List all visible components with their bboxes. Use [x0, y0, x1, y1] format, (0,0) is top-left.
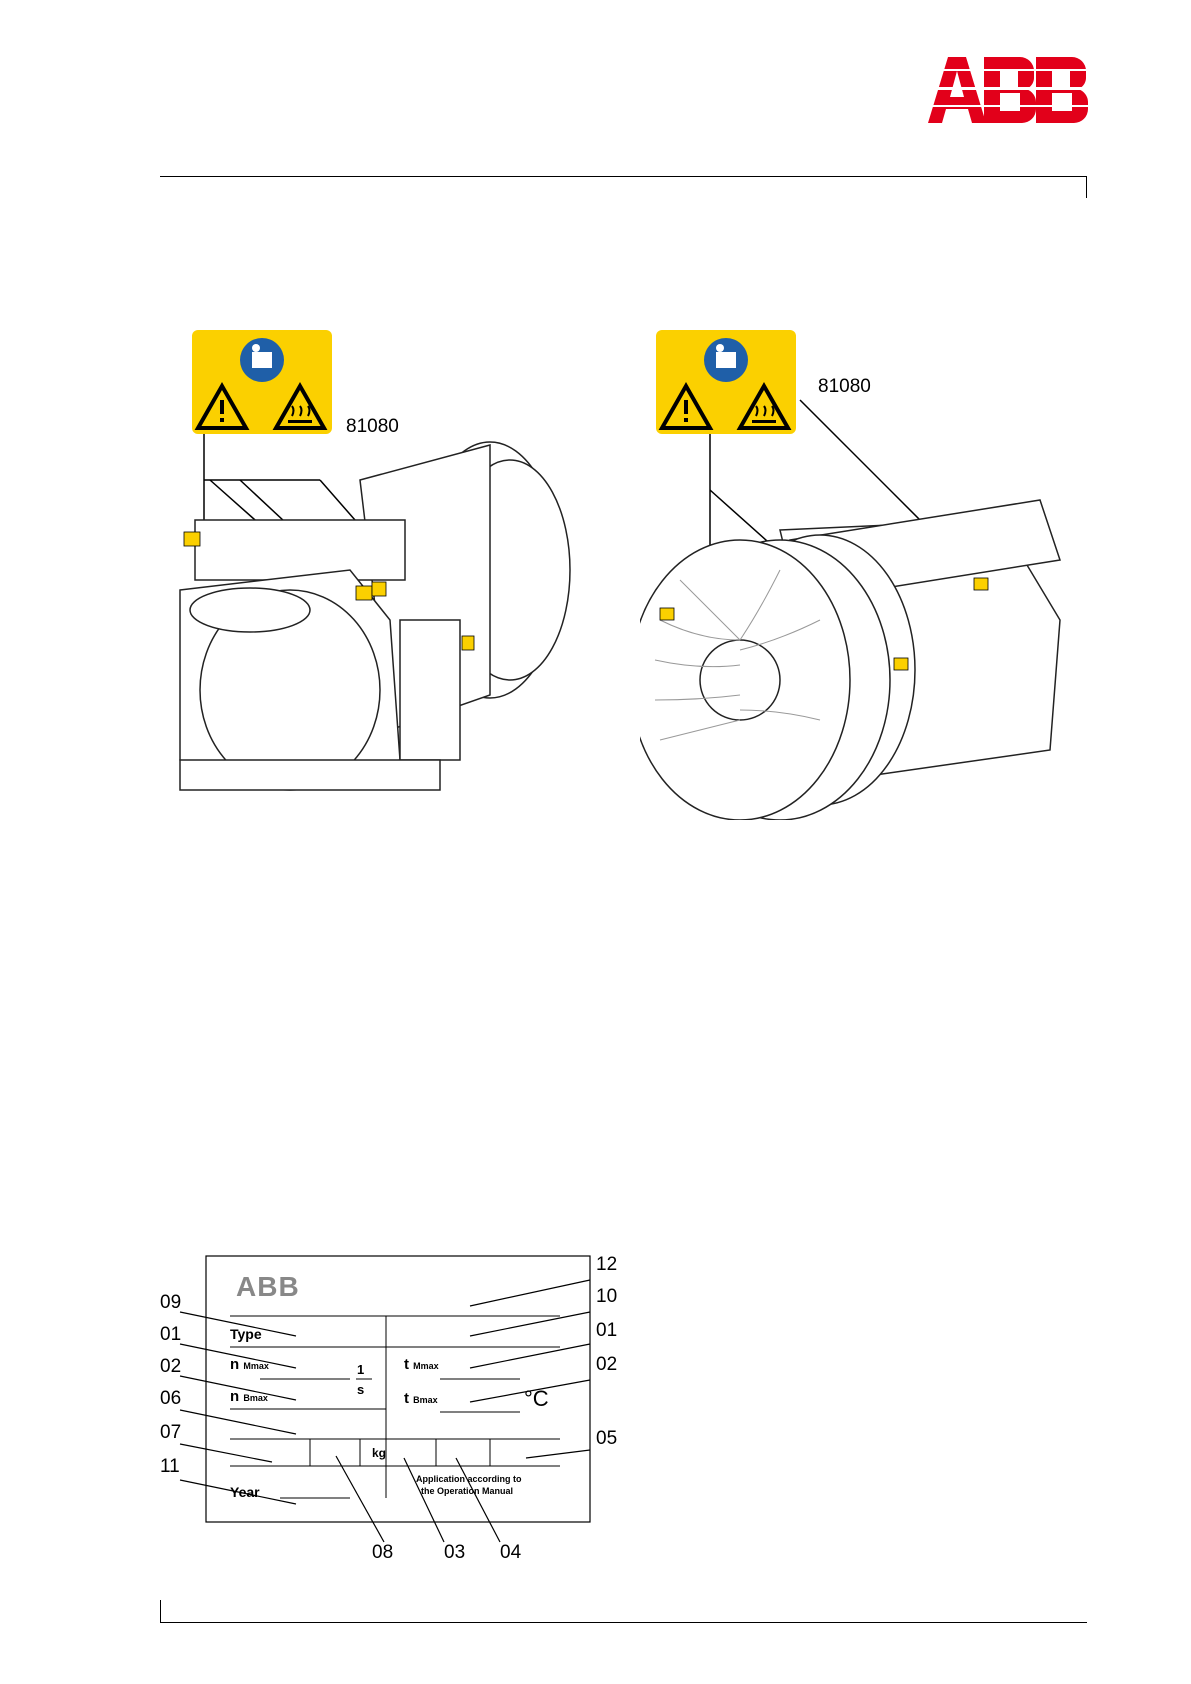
- callout-02-left: 02: [160, 1356, 181, 1378]
- callout-05: 05: [596, 1428, 617, 1450]
- t-bmax-prefix: t: [404, 1390, 409, 1407]
- warning-sticker-left: [192, 330, 332, 434]
- n-bmax-prefix: n: [230, 1388, 239, 1405]
- n-mmax-sub: Mmax: [243, 1361, 269, 1371]
- callout-06: 06: [160, 1388, 181, 1410]
- callout-01-right: 01: [596, 1320, 617, 1342]
- nameplate-type-label: Type: [230, 1326, 262, 1342]
- nameplate-year-label: Year: [230, 1484, 260, 1500]
- nameplate-t-bmax: t Bmax: [404, 1390, 438, 1407]
- nameplate-n-mmax: n Mmax: [230, 1356, 269, 1373]
- callout-12: 12: [596, 1254, 617, 1276]
- application-line-1: Application according to: [416, 1474, 522, 1484]
- warning-sticker-right: [656, 330, 796, 434]
- footer-rule: [160, 1622, 1087, 1623]
- t-bmax-sub: Bmax: [413, 1395, 438, 1405]
- unit-denominator: s: [357, 1382, 364, 1397]
- n-bmax-sub: Bmax: [243, 1393, 268, 1403]
- callout-04: 04: [500, 1542, 521, 1564]
- callout-02-right: 02: [596, 1354, 617, 1376]
- header-rule-tick: [1086, 176, 1087, 198]
- celsius-unit: °C: [524, 1386, 549, 1412]
- nameplate-t-mmax: t Mmax: [404, 1356, 439, 1373]
- callout-03: 03: [444, 1542, 465, 1564]
- n-mmax-prefix: n: [230, 1356, 239, 1373]
- kg-unit: kg: [372, 1446, 386, 1460]
- part-number-right: 81080: [818, 376, 871, 397]
- nameplate-n-bmax: n Bmax: [230, 1388, 268, 1405]
- nameplate-figure: ABB Type n Mmax n Bmax 1 s t Mmax t Bmax…: [160, 1240, 760, 1580]
- header-rule: [160, 176, 1087, 177]
- part-number-left: 81080: [346, 416, 399, 437]
- application-line-2: the Operation Manual: [421, 1486, 513, 1496]
- callout-07: 07: [160, 1422, 181, 1444]
- turbocharger-left-figure: 81080: [160, 320, 580, 820]
- turbocharger-right-figure: 81080: [640, 320, 1080, 820]
- t-mmax-prefix: t: [404, 1356, 409, 1373]
- callout-10: 10: [596, 1286, 617, 1308]
- callout-09: 09: [160, 1292, 181, 1314]
- nameplate-logo: ABB: [236, 1271, 300, 1302]
- callout-01-left: 01: [160, 1324, 181, 1346]
- abb-logo: [928, 57, 1088, 123]
- footer-rule-tick: [160, 1600, 161, 1622]
- callout-11: 11: [160, 1456, 180, 1478]
- unit-numerator: 1: [357, 1362, 364, 1377]
- t-mmax-sub: Mmax: [413, 1361, 439, 1371]
- nameplate-drawing: ABB: [160, 1240, 760, 1580]
- callout-08: 08: [372, 1542, 393, 1564]
